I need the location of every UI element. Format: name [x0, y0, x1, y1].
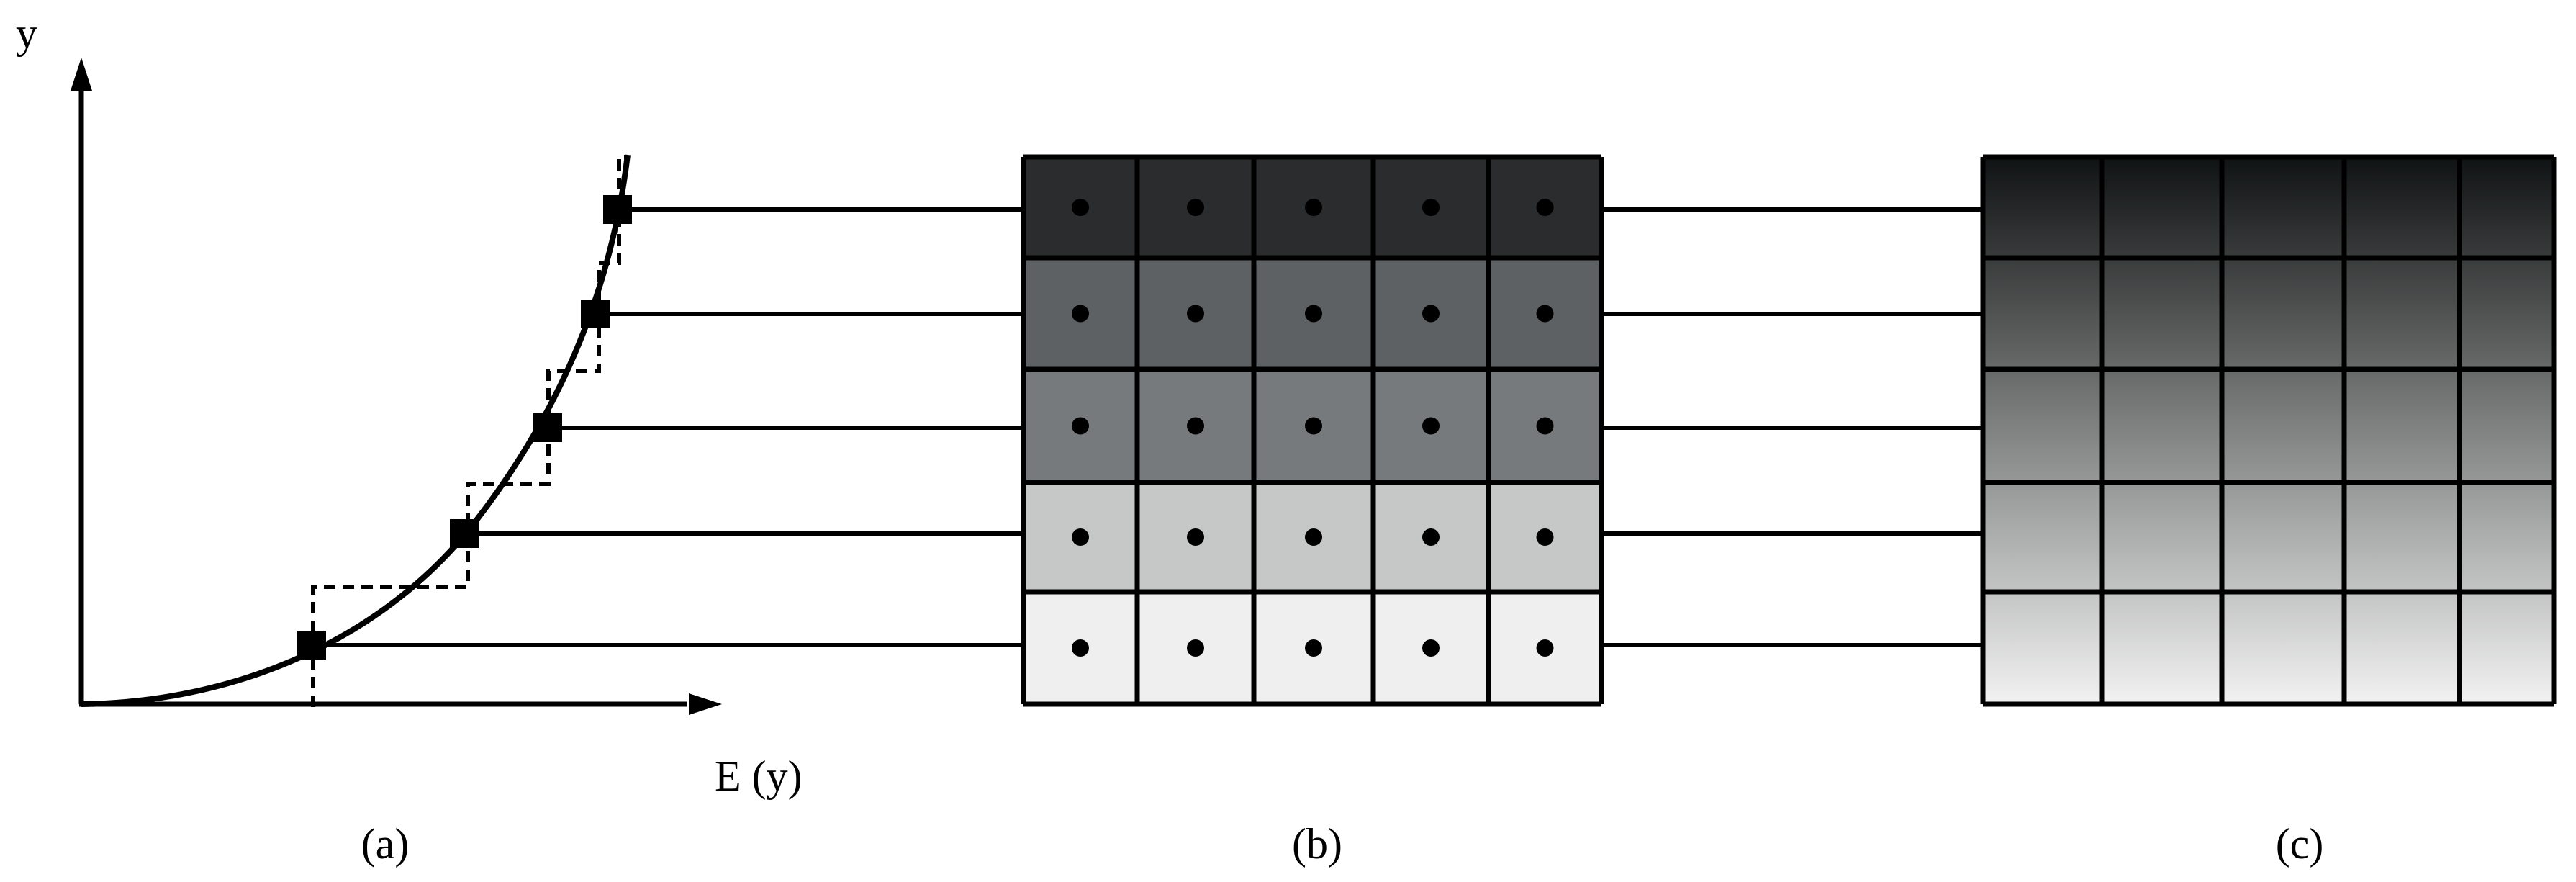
grid-b-sample-dot: [1072, 639, 1089, 657]
grid-c-gradient: [1983, 157, 2554, 704]
grid-b-sample-dot: [1305, 528, 1322, 546]
grid-b-sample-dot: [1187, 305, 1204, 323]
grid-b-sample-dot: [1536, 305, 1554, 323]
y-axis-arrowhead: [71, 58, 92, 91]
grid-b-sample-dot: [1187, 528, 1204, 546]
curve-marker-2: [450, 519, 479, 548]
connectors-b-to-c: [1601, 207, 1983, 647]
grid-b-sample-dot: [1072, 417, 1089, 435]
grid-b-sample-dot: [1072, 199, 1089, 216]
x-axis-label: E (y): [715, 752, 803, 800]
grid-b-sample-dot: [1422, 528, 1440, 546]
grid-b-sample-dot: [1536, 528, 1554, 546]
curve-marker-4: [581, 300, 610, 328]
grid-b-sample-dot: [1187, 199, 1204, 216]
panel-label-a: (a): [361, 820, 410, 868]
grid-b-sample-dot: [1305, 305, 1322, 323]
grid-b-sample-dot: [1536, 199, 1554, 216]
panel-a: y E (y) (a): [16, 9, 803, 868]
grid-b-sample-dot: [1422, 305, 1440, 323]
grid-b-sample-dot: [1305, 639, 1322, 657]
grid-b-sample-dot: [1305, 199, 1322, 216]
grid-b-sample-dot: [1072, 528, 1089, 546]
x-axis-arrowhead: [689, 693, 722, 715]
grid-b-sample-dot: [1422, 417, 1440, 435]
curve-marker-5: [603, 195, 632, 224]
grid-b-sample-dot: [1072, 305, 1089, 323]
grid-b-sample-dot: [1305, 417, 1322, 435]
panel-c-grid: [1980, 154, 2557, 707]
dashed-step-guides: [311, 155, 625, 707]
grid-b-sample-dot: [1187, 417, 1204, 435]
grid-b-sample-dot: [1422, 199, 1440, 216]
panel-label-b: (b): [1292, 820, 1342, 868]
grid-b-sample-dot: [1422, 639, 1440, 657]
grid-b-sample-dot: [1536, 639, 1554, 657]
grid-b-sample-dot: [1536, 417, 1554, 435]
curve-marker-1: [297, 631, 326, 660]
panel-b-grid: [1021, 154, 1604, 707]
grid-b-sample-dot: [1187, 639, 1204, 657]
connectors-a-to-b: [326, 207, 1023, 647]
panel-label-c: (c): [2276, 820, 2324, 868]
y-axis-label: y: [16, 9, 37, 57]
curve-marker-3: [533, 413, 562, 442]
